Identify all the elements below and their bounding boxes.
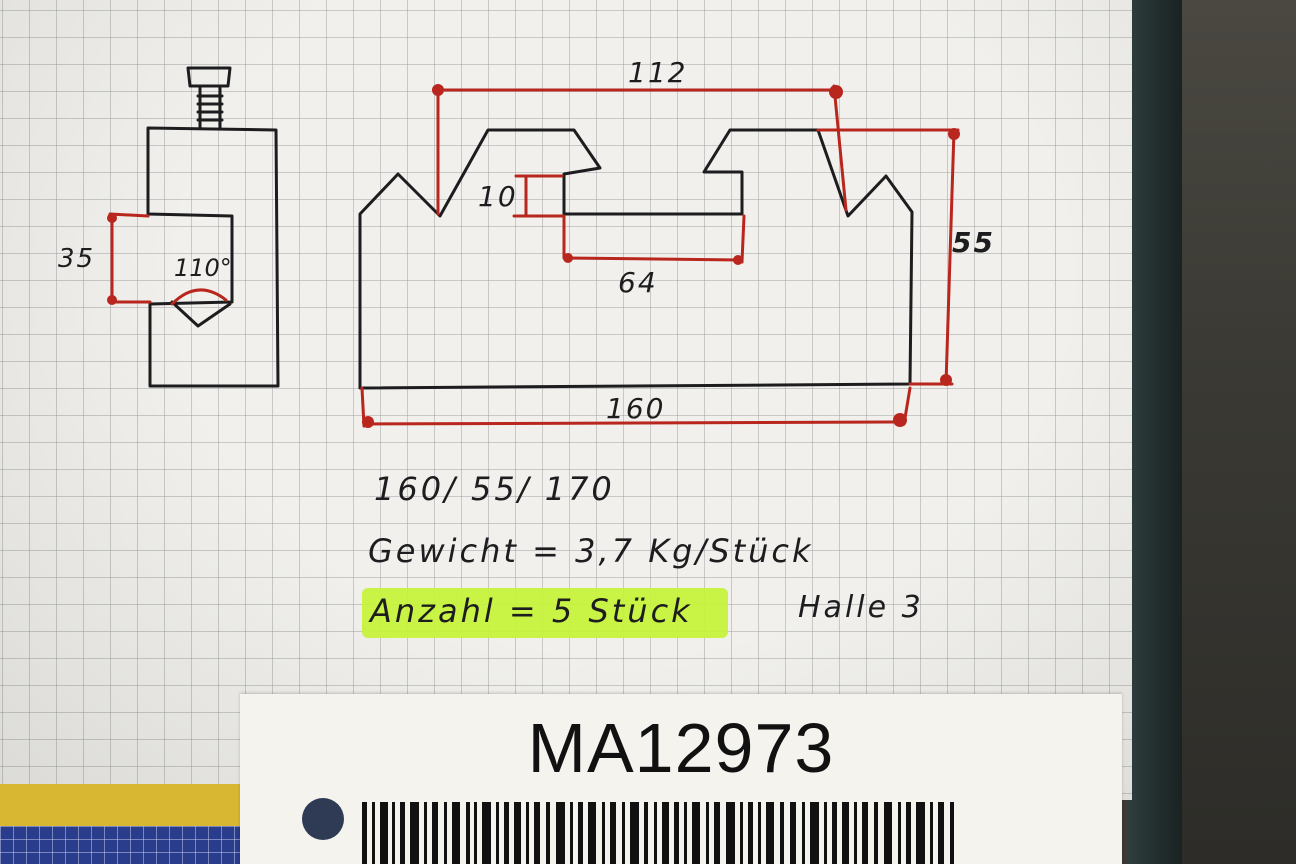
dim-line-112	[436, 84, 848, 216]
dim-tick	[940, 374, 952, 386]
blue-grid-stripe	[0, 826, 244, 864]
background-right	[1180, 0, 1296, 864]
dim-tick	[733, 255, 743, 265]
note-size: 160/ 55/ 170	[374, 470, 615, 508]
dim-label-angle: 110°	[174, 254, 232, 282]
dim-label-160: 160	[606, 392, 666, 425]
note-count: Anzahl = 5 Stück	[370, 592, 693, 630]
dim-tick	[563, 253, 573, 263]
dim-tick	[362, 416, 374, 428]
label-code: MA12973	[527, 709, 835, 787]
label-punch-hole	[302, 798, 344, 840]
highlighter-mark	[362, 588, 728, 638]
dim-tick	[107, 295, 117, 305]
dim-line-55	[816, 128, 960, 386]
board-frame	[1128, 0, 1182, 864]
barcode-label: MA12973	[240, 694, 1122, 864]
dim-line-64	[562, 214, 746, 264]
note-weight: Gewicht = 3,7 Kg/Stück	[368, 532, 814, 570]
dim-label-10: 10	[478, 180, 518, 213]
dim-line-35	[108, 212, 152, 304]
dim-tick	[432, 84, 444, 96]
dim-tick	[948, 128, 960, 140]
dim-label-64: 64	[618, 266, 658, 299]
dim-label-112: 112	[628, 56, 688, 89]
dim-tick	[107, 213, 117, 223]
dim-label-35: 35	[58, 244, 96, 274]
profile-outline	[358, 128, 914, 390]
technical-sketch	[107, 66, 960, 428]
clamp-outline	[146, 126, 280, 388]
dim-label-55: 55	[952, 226, 995, 259]
dim-tick	[829, 85, 843, 99]
screw-head	[186, 66, 232, 88]
yellow-stripe	[0, 784, 244, 828]
dim-arc-110	[170, 288, 228, 306]
grid-paper-sheet	[0, 0, 1132, 800]
note-location: Halle 3	[798, 590, 924, 625]
screw-shaft	[196, 84, 224, 130]
dim-tick	[893, 413, 907, 427]
barcode	[362, 802, 954, 864]
clamp-notch	[170, 300, 232, 328]
dim-line-10	[512, 174, 564, 218]
